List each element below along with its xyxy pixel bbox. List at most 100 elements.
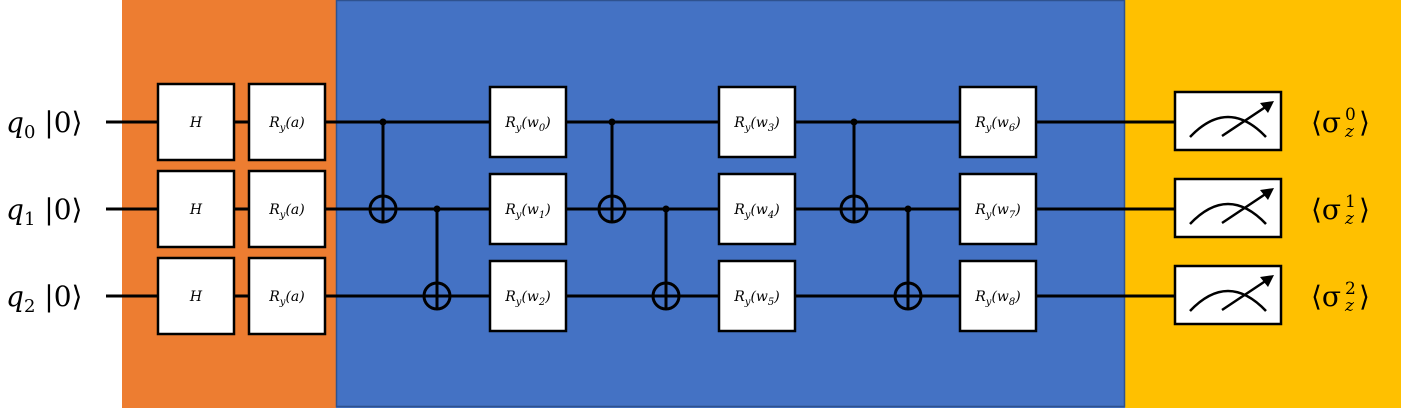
gate-letter: H — [189, 202, 203, 218]
gate-argument-close: ) — [773, 115, 779, 131]
encoding-ry-gate-0 — [247, 82, 327, 162]
measurement-box — [1173, 90, 1283, 152]
qubit-ket: |0⟩ — [35, 280, 82, 313]
cnot-control-dot — [608, 118, 616, 126]
measurement-meter-icon — [1173, 90, 1283, 152]
meter-arrowhead — [1260, 188, 1274, 200]
expectation-superscript: 0 — [1345, 105, 1356, 125]
gate-letter: R — [268, 202, 280, 218]
variational-ry-gate-2-0 — [958, 85, 1038, 159]
gate-subscript: y — [985, 297, 992, 308]
gate-argument-subscript: 3 — [768, 123, 774, 134]
gate-letter: R — [733, 289, 745, 305]
expectation-open: ⟨σ — [1311, 193, 1341, 226]
gate-argument-subscript: 7 — [1009, 210, 1016, 221]
variational-gate-label: Ry(w1) — [504, 202, 551, 221]
qubit-index: 2 — [24, 296, 35, 317]
gate-letter: R — [974, 202, 986, 218]
gate-letter: H — [189, 289, 203, 305]
expectation-label-2: ⟨σ — [1311, 280, 1341, 313]
variational-gate-label: Ry(w6) — [974, 115, 1021, 134]
gate-letter: R — [974, 289, 986, 305]
expectation-label-0: ⟨σ — [1311, 106, 1341, 139]
gate-letter: R — [268, 115, 280, 131]
gate-letter: R — [733, 115, 745, 131]
expectation-close: ⟩ — [1359, 193, 1370, 226]
encoding-ry-gate-2 — [247, 256, 327, 336]
hadamard-gate-label: H — [189, 289, 203, 305]
variational-gate-label: Ry(w0) — [504, 115, 551, 134]
gate-subscript: y — [744, 123, 751, 134]
qubit-index: 1 — [24, 209, 35, 230]
encoding-gate-label: Ry(a) — [268, 202, 304, 221]
cnot-control-dot — [433, 205, 441, 213]
qubit-label-1: q1 |0⟩ — [6, 193, 82, 230]
cnot-control-dot — [850, 118, 858, 126]
cnot-control-dot — [904, 205, 912, 213]
qubit-index: 0 — [24, 122, 35, 143]
gate-subscript: y — [279, 210, 286, 221]
qubit-label-0: q0 |0⟩ — [6, 106, 82, 143]
hadamard-gate-2 — [156, 256, 236, 336]
expectation-close: ⟩ — [1359, 106, 1370, 139]
gate-argument-subscript: 8 — [1009, 297, 1015, 308]
qubit-symbol: q — [6, 193, 24, 226]
expectation-subscript: z — [1344, 209, 1355, 229]
gate-argument-close: ) — [544, 202, 550, 218]
measurement-meter-icon — [1173, 177, 1283, 239]
gate-argument: (a) — [285, 115, 304, 131]
gate-argument-subscript: 1 — [539, 210, 545, 221]
qubit-symbol: q — [6, 106, 24, 139]
variational-ry-gate-1-2 — [717, 259, 797, 333]
encoding-gate-label: Ry(a) — [268, 289, 304, 308]
gate-subscript: y — [515, 123, 522, 134]
gate-argument-subscript: 2 — [538, 297, 545, 308]
gate-letter: H — [189, 115, 203, 131]
expectation-label-1: ⟨σ — [1311, 193, 1341, 226]
gate-argument: (a) — [285, 289, 304, 305]
gate-argument: (w — [521, 289, 538, 305]
expectation-superscript: 1 — [1345, 192, 1356, 212]
gate-letter: R — [504, 202, 516, 218]
gate-argument-subscript: 6 — [1009, 123, 1016, 134]
gate-subscript: y — [279, 297, 286, 308]
expectation-superscript: 2 — [1345, 279, 1356, 299]
gate-argument: (a) — [285, 202, 304, 218]
variational-gate-label: Ry(w3) — [733, 115, 780, 134]
encoding-ry-gate-1 — [247, 169, 327, 249]
gate-letter: R — [268, 289, 280, 305]
expectation-open: ⟨σ — [1311, 106, 1341, 139]
meter-needle — [1221, 102, 1271, 138]
meter-arc — [1189, 289, 1267, 312]
variational-gate-label: Ry(w5) — [733, 289, 780, 308]
variational-ry-gate-0-1 — [488, 172, 568, 246]
gate-argument-subscript: 0 — [539, 123, 546, 134]
gate-argument: (w — [750, 289, 767, 305]
gate-letter: R — [974, 115, 986, 131]
meter-needle — [1221, 276, 1271, 312]
expectation-subscript: z — [1344, 296, 1355, 316]
gate-subscript: y — [515, 210, 522, 221]
gate-argument-close: ) — [1014, 202, 1020, 218]
cnot-control-dot — [379, 118, 387, 126]
gate-subscript: y — [985, 123, 992, 134]
gate-argument: (w — [521, 202, 538, 218]
variational-ry-gate-1-0 — [717, 85, 797, 159]
gate-argument-close: ) — [544, 115, 550, 131]
gate-argument-close: ) — [773, 289, 779, 305]
gate-argument: (w — [991, 202, 1008, 218]
gate-argument: (w — [750, 115, 767, 131]
measurement-meter-icon — [1173, 264, 1283, 326]
expectation-close: ⟩ — [1359, 280, 1370, 313]
qubit-ket: |0⟩ — [35, 193, 82, 226]
gate-letter: R — [504, 289, 516, 305]
hadamard-gate-1 — [156, 169, 236, 249]
gate-argument: (w — [521, 115, 538, 131]
gate-argument-subscript: 5 — [768, 297, 774, 308]
hadamard-gate-label: H — [189, 115, 203, 131]
meter-arc — [1189, 115, 1267, 138]
variational-ry-gate-0-2 — [488, 259, 568, 333]
expectation-subscript: z — [1344, 122, 1355, 142]
hadamard-gate-0 — [156, 82, 236, 162]
qubit-ket: |0⟩ — [35, 106, 82, 139]
